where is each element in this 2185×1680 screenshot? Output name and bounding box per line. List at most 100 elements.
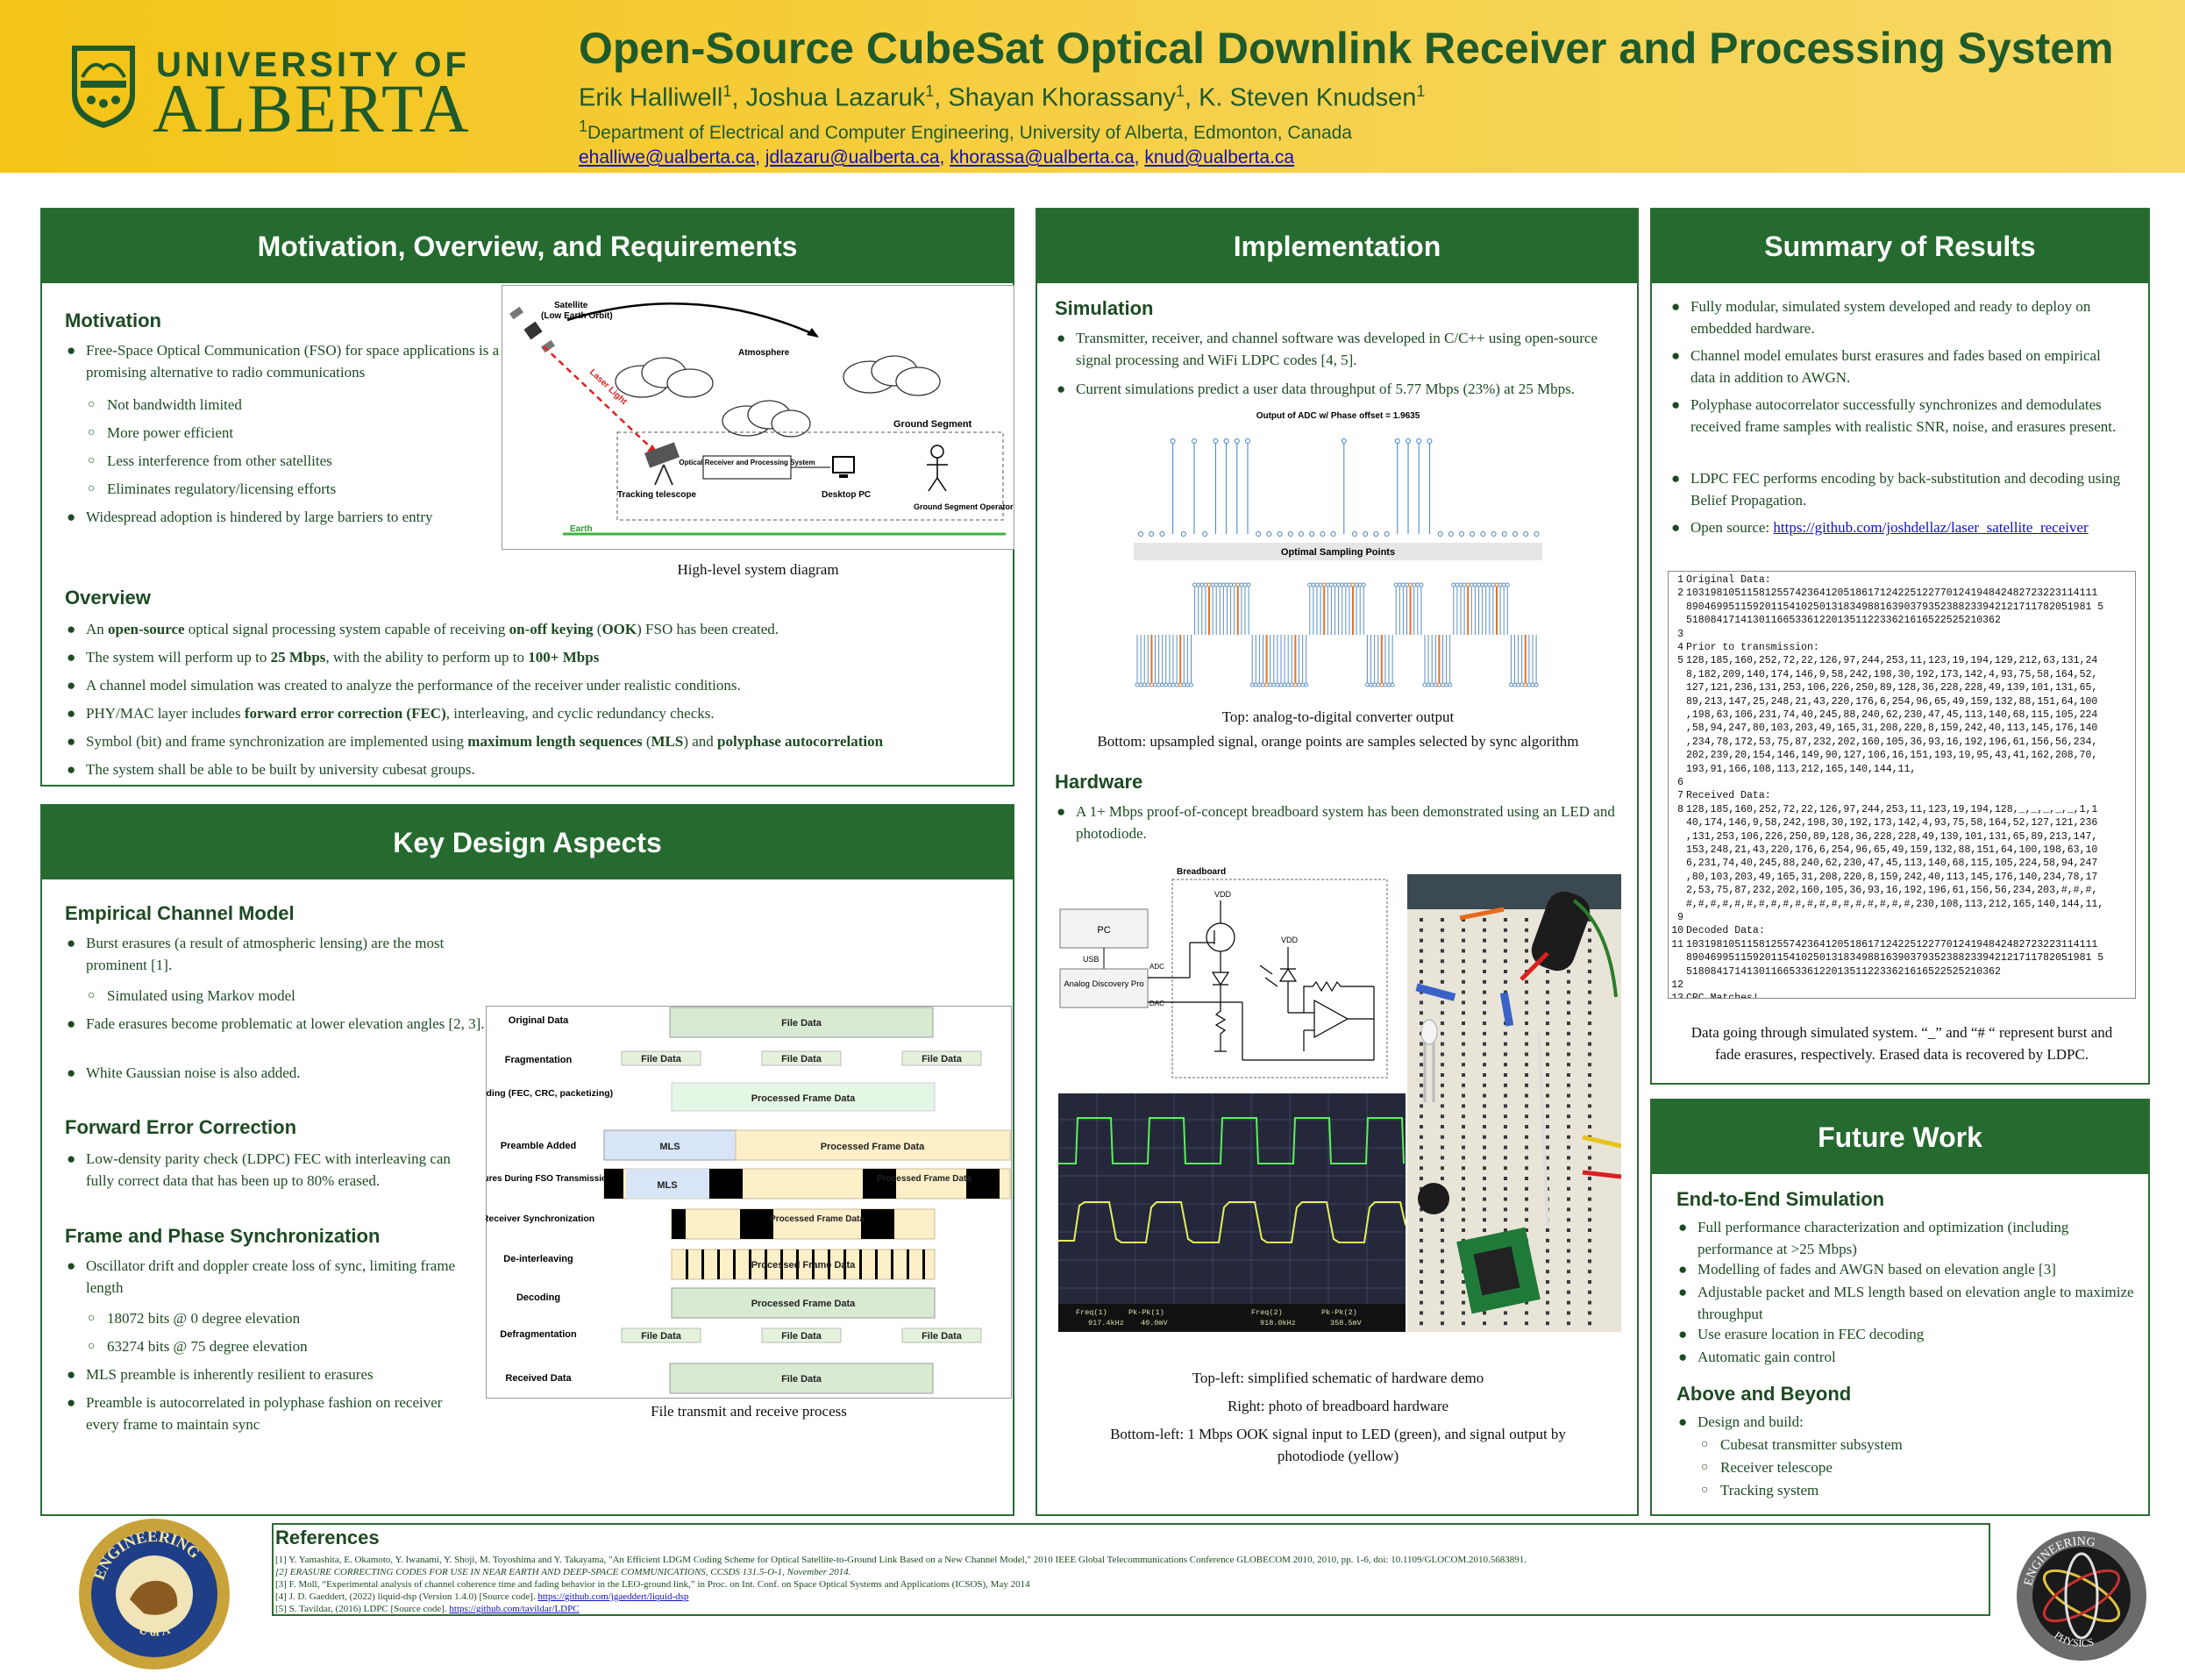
repo-link[interactable]: https://github.com/joshdellaz/laser_sate… [1773, 519, 2089, 536]
upsampled-point [1199, 582, 1205, 587]
upsampled-point [1256, 682, 1262, 687]
bullet-item: ●Current simulations predict a user data… [1057, 381, 1575, 397]
bullet-text: Widespread adoption is hindered by large… [86, 509, 433, 525]
breadboard-hole [1441, 1238, 1444, 1242]
code-line: 8,182,209,140,174,146,9,58,242,198,30,19… [1686, 668, 2098, 680]
breadboard-hole [1420, 1207, 1423, 1212]
breadboard-hole [1525, 1031, 1528, 1036]
breadboard-hole [1462, 1042, 1465, 1046]
reference-link[interactable]: https://github.com/jgaeddert/liquid-dsp [537, 1591, 689, 1602]
upsampled-point [1364, 682, 1370, 687]
breadboard-hole [1441, 1011, 1444, 1015]
code-line: 128,185,160,252,72,22,126,97,244,253,11,… [1686, 655, 2098, 667]
breadboard-hole [1420, 1280, 1423, 1284]
breadboard-hole [1525, 1125, 1528, 1128]
breadboard-hole [1567, 1052, 1570, 1057]
breadboard-hole [1462, 1022, 1465, 1025]
breadboard-hole [1504, 1031, 1507, 1036]
breadboard-hole [1546, 1000, 1549, 1005]
breadboard-hole [1420, 1011, 1423, 1015]
adc-point [1309, 531, 1315, 537]
breadboard-hole [1504, 1093, 1507, 1098]
breadboard-hole [1483, 1321, 1486, 1326]
breadboard-hole [1567, 1290, 1570, 1294]
breadboard-hole [1567, 1093, 1570, 1098]
email-link[interactable]: khorassa@ualberta.ca [950, 147, 1135, 167]
adc-point [1330, 531, 1336, 537]
reference-link[interactable]: https://github.com/tavildar/LDPC [449, 1604, 580, 1614]
email-link[interactable]: knud@ualberta.ca [1144, 147, 1295, 167]
bullet-item: ●Burst erasures (a result of atmospheric… [67, 935, 445, 973]
usb-label: USB [1083, 955, 1100, 964]
adc-point [1192, 438, 1197, 444]
breadboard-hole [1588, 1125, 1591, 1128]
flow-box-label: Processed Frame Data [877, 1174, 972, 1184]
email-link[interactable]: jdlazaru@ualberta.ca [765, 147, 940, 167]
breadboard-hole [1504, 959, 1507, 964]
breadboard-hole [1567, 1207, 1570, 1212]
breadboard-hole [1504, 1177, 1507, 1180]
upsampled-point [1408, 582, 1413, 587]
affiliation-mark: 1 [579, 117, 588, 135]
breadboard-hole [1441, 1228, 1444, 1232]
bullet-item: ●The system will perform up to 25 Mbps, … [67, 649, 600, 666]
breadboard-hole [1441, 918, 1444, 922]
flow-row-label: De-interleaving [503, 1254, 573, 1264]
bullet-item: ●Channel model emulates burst erasures a… [1671, 347, 2101, 386]
breadboard-hole [1420, 1166, 1423, 1171]
breadboard-hole [1420, 938, 1423, 943]
adc-point [1299, 531, 1304, 537]
upsampled-point [1232, 582, 1237, 587]
adc-stems [1138, 438, 1540, 537]
breadboard-hole [1420, 1083, 1423, 1087]
breadboard-hole [1462, 1197, 1465, 1201]
adc-point [1234, 438, 1240, 444]
email-link[interactable]: ehalliwe@ualberta.ca [579, 147, 756, 167]
bullet-item: ●Full performance characterization and o… [1678, 1219, 2069, 1257]
figure-caption: Bottom-left: 1 Mbps OOK signal input to … [1110, 1426, 1566, 1464]
flow-row-label: Preamble Added [501, 1141, 576, 1151]
upsampled-point [1508, 682, 1513, 687]
breadboard-hole [1567, 1104, 1570, 1108]
figure-caption: Right: photo of breadboard hardware [1227, 1398, 1449, 1414]
breadboard-hole [1588, 1186, 1591, 1191]
adc-point [1534, 531, 1540, 537]
breadboard-hole [1504, 1321, 1507, 1326]
upsampled-point [1501, 582, 1506, 587]
upsampled-signal-plot [1135, 582, 1539, 687]
flow-box-label: Processed Frame Data [751, 1299, 856, 1309]
flow-row-label: Erasures During FSO Transmission [486, 1174, 612, 1184]
upsampled-point [1347, 582, 1352, 587]
breadboard-hole [1588, 1000, 1591, 1005]
flow-box-label: MLS [657, 1180, 677, 1191]
author-name: K. Steven Knudsen [1199, 83, 1417, 112]
adc-point [1138, 531, 1143, 537]
satellite-icon [509, 306, 556, 353]
photodiode-output-trace [1058, 1201, 1406, 1243]
breadboard-hole [1504, 938, 1507, 943]
breadboard-hole [1525, 990, 1528, 994]
breadboard-hole [1525, 928, 1528, 932]
breadboard-hole [1441, 1321, 1444, 1326]
upsampled-point [1164, 682, 1169, 687]
sub-bullet: ○18072 bits @ 0 degree elevation [88, 1310, 301, 1327]
breadboard-hole [1462, 990, 1465, 994]
bullet-item: ●Widespread adoption is hindered by larg… [67, 509, 433, 525]
author-name: Shayan Khorassany [948, 83, 1176, 112]
scope-reading: Freq(2) [1251, 1308, 1283, 1317]
breadboard-hole [1546, 1011, 1549, 1015]
breadboard-hole [1504, 1063, 1507, 1067]
upsampled-point [1239, 582, 1244, 587]
breadboard-hole [1462, 938, 1465, 943]
upsampled-point [1350, 582, 1356, 587]
adc-point [1470, 531, 1476, 537]
author-mark: 1 [1175, 82, 1185, 100]
breadboard-hole [1504, 1083, 1507, 1087]
upsampled-point [1354, 582, 1359, 587]
flow-row-label: Decoding [516, 1292, 560, 1303]
breadboard-hole [1441, 928, 1444, 932]
breadboard-hole [1462, 1125, 1465, 1128]
flow-row-label: Received Data [505, 1373, 572, 1384]
flow-box-label: File Data [641, 1054, 682, 1064]
breadboard-hole [1441, 938, 1444, 943]
